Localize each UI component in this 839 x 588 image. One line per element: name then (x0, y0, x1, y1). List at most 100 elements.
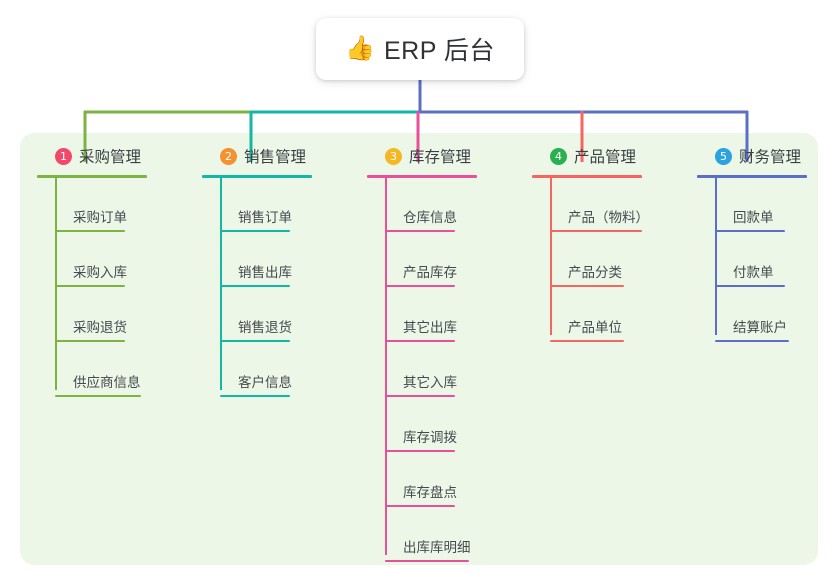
leaf-item-underline (715, 340, 789, 342)
leaf-item[interactable]: 产品分类 (532, 233, 649, 288)
leaf-item-underline (55, 285, 125, 287)
leaf-spine-3 (385, 178, 387, 555)
leaf-item-underline (385, 450, 455, 452)
branch-underline-5 (697, 175, 807, 178)
branch-column-5: 5 财务管理回款单付款单结算账户 (697, 143, 807, 343)
leaf-list-4: 产品（物料） 产品分类产品单位 (532, 178, 649, 343)
branch-title-3: 库存管理 (409, 149, 472, 166)
branch-header-1[interactable]: 1 采购管理 (37, 143, 147, 169)
leaf-item[interactable]: 采购退货 (37, 288, 147, 343)
leaf-item-label: 其它出库 (403, 320, 457, 335)
leaf-item[interactable]: 回款单 (697, 178, 807, 233)
leaf-item-underline (220, 395, 290, 397)
branch-header-3[interactable]: 3 库存管理 (367, 143, 477, 169)
leaf-item-label: 产品库存 (403, 265, 457, 280)
leaf-item[interactable]: 客户信息 (202, 343, 312, 398)
leaf-item-label: 回款单 (733, 210, 774, 225)
leaf-item[interactable]: 库存调拨 (367, 398, 477, 453)
leaf-item[interactable]: 供应商信息 (37, 343, 147, 398)
leaf-item-underline (220, 340, 290, 342)
leaf-item[interactable]: 销售退货 (202, 288, 312, 343)
thumbs-up-icon: 👍 (345, 35, 375, 62)
branch-header-4[interactable]: 4 产品管理 (532, 143, 649, 169)
branch-column-2: 2 销售管理销售订单销售出库销售退货客户信息 (202, 143, 312, 398)
leaf-item[interactable]: 其它出库 (367, 288, 477, 343)
leaf-list-3: 仓库信息产品库存其它出库其它入库库存调拨库存盘点出库库明细 (367, 178, 477, 563)
leaf-item-underline (55, 395, 141, 397)
leaf-spine-4 (550, 178, 552, 335)
leaf-item-underline (550, 230, 642, 232)
leaf-item[interactable]: 产品单位 (532, 288, 649, 343)
leaf-item[interactable]: 采购入库 (37, 233, 147, 288)
branch-title-4: 产品管理 (574, 149, 637, 166)
branch-badge-5: 5 (715, 147, 732, 165)
branch-column-3: 3 库存管理仓库信息产品库存其它出库其它入库库存调拨库存盘点出库库明细 (367, 143, 477, 563)
branch-title-1: 采购管理 (79, 149, 142, 166)
branch-underline-4 (532, 175, 642, 178)
branch-underline-1 (37, 175, 147, 178)
branch-title-2: 销售管理 (244, 149, 307, 166)
leaf-item-label: 产品单位 (568, 320, 622, 335)
leaf-item[interactable]: 出库库明细 (367, 508, 477, 563)
leaf-spine-5 (715, 178, 717, 335)
leaf-item-label: 销售出库 (238, 265, 292, 280)
leaf-item-underline (385, 560, 469, 562)
branch-column-1: 1 采购管理采购订单采购入库采购退货供应商信息 (37, 143, 147, 398)
leaf-item-label: 产品（物料） (568, 210, 649, 225)
leaf-item-underline (220, 285, 290, 287)
branch-badge-4: 4 (550, 147, 567, 165)
leaf-item-label: 销售退货 (238, 320, 292, 335)
diagram-panel-background (20, 133, 818, 565)
leaf-item[interactable]: 付款单 (697, 233, 807, 288)
branch-badge-2: 2 (220, 147, 237, 165)
branch-underline-3 (367, 175, 477, 178)
leaf-item-label: 付款单 (733, 265, 774, 280)
leaf-list-5: 回款单付款单结算账户 (697, 178, 807, 343)
branch-title-5: 财务管理 (739, 149, 802, 166)
leaf-item-label: 仓库信息 (403, 210, 457, 225)
leaf-item[interactable]: 其它入库 (367, 343, 477, 398)
leaf-spine-1 (55, 178, 57, 390)
branch-badge-3: 3 (385, 147, 402, 165)
leaf-item-underline (385, 340, 455, 342)
leaf-item[interactable]: 结算账户 (697, 288, 807, 343)
branch-header-5[interactable]: 5 财务管理 (697, 143, 807, 169)
leaf-item-label: 产品分类 (568, 265, 622, 280)
leaf-item-underline (55, 230, 125, 232)
leaf-item[interactable]: 采购订单 (37, 178, 147, 233)
leaf-item-label: 结算账户 (733, 320, 787, 335)
leaf-item-underline (220, 230, 290, 232)
leaf-item-label: 销售订单 (238, 210, 292, 225)
leaf-item-underline (385, 230, 455, 232)
leaf-item[interactable]: 产品库存 (367, 233, 477, 288)
leaf-item-label: 其它入库 (403, 375, 457, 390)
branch-underline-2 (202, 175, 312, 178)
branch-column-4: 4 产品管理产品（物料） 产品分类产品单位 (532, 143, 649, 343)
branch-header-2[interactable]: 2 销售管理 (202, 143, 312, 169)
leaf-item[interactable]: 仓库信息 (367, 178, 477, 233)
leaf-item-underline (715, 230, 785, 232)
leaf-item-underline (550, 285, 624, 287)
leaf-item-label: 出库库明细 (403, 540, 471, 555)
branch-badge-1: 1 (55, 147, 72, 165)
leaf-item[interactable]: 销售出库 (202, 233, 312, 288)
leaf-item-underline (55, 340, 125, 342)
leaf-item-underline (550, 340, 624, 342)
leaf-item-label: 供应商信息 (73, 375, 141, 390)
leaf-item-underline (385, 285, 455, 287)
leaf-item[interactable]: 产品（物料） (532, 178, 649, 233)
leaf-item-label: 库存盘点 (403, 485, 457, 500)
leaf-item[interactable]: 库存盘点 (367, 453, 477, 508)
leaf-item-underline (385, 395, 455, 397)
leaf-item-underline (385, 505, 455, 507)
leaf-spine-2 (220, 178, 222, 390)
root-node-title: ERP 后台 (383, 37, 495, 65)
leaf-list-1: 采购订单采购入库采购退货供应商信息 (37, 178, 147, 398)
leaf-item-label: 库存调拨 (403, 430, 457, 445)
leaf-item-underline (715, 285, 785, 287)
leaf-item-label: 采购入库 (73, 265, 127, 280)
root-node[interactable]: 👍 ERP 后台 (316, 18, 524, 80)
leaf-list-2: 销售订单销售出库销售退货客户信息 (202, 178, 312, 398)
leaf-item-label: 采购退货 (73, 320, 127, 335)
leaf-item[interactable]: 销售订单 (202, 178, 312, 233)
